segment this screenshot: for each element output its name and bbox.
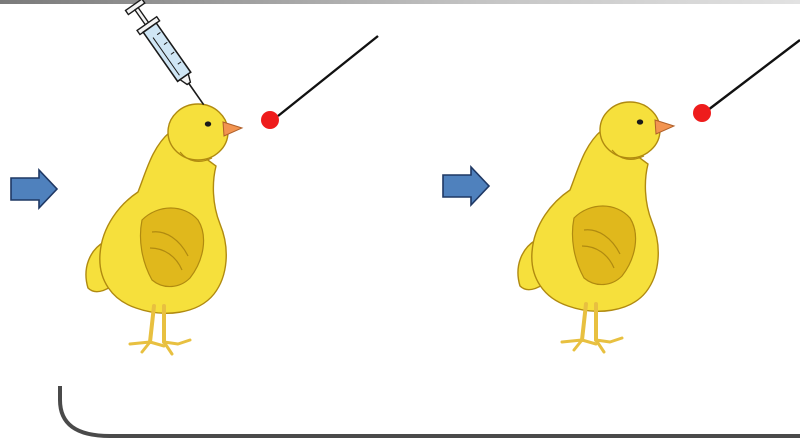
- pointer-stick-right: [707, 39, 800, 111]
- chick-right: [515, 100, 676, 354]
- chick-left: [83, 102, 244, 356]
- top-divider-rule: [0, 0, 800, 4]
- step-arrow-left: [10, 169, 58, 209]
- red-bead-icon-left: [261, 111, 279, 129]
- red-bead-icon-right: [693, 104, 711, 122]
- syringe-icon: [123, 0, 215, 113]
- pointer-stick-left: [277, 35, 379, 117]
- step-arrow-right: [442, 166, 490, 206]
- timeline-bracket: [58, 386, 800, 438]
